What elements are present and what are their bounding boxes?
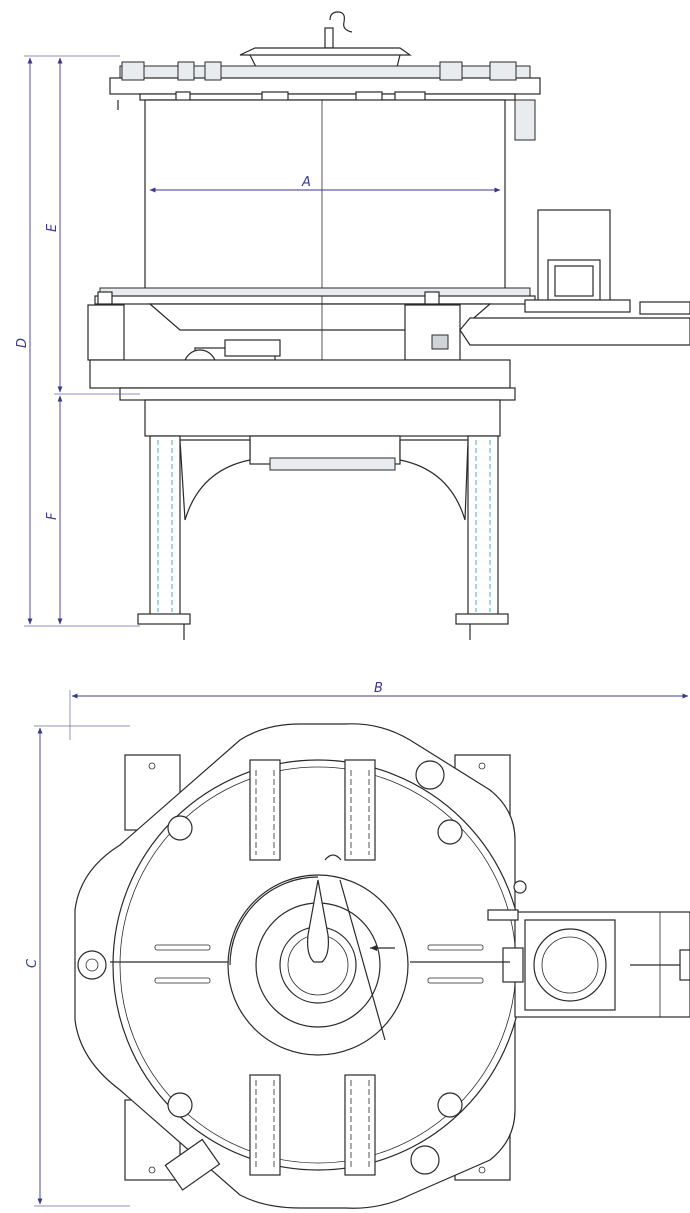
dimension-b-label: B — [374, 681, 383, 696]
vertical-dimensions: D E F — [15, 55, 140, 627]
plan-view: B C — [25, 681, 690, 1209]
base-plate — [89, 359, 516, 471]
drum-body — [144, 99, 506, 291]
corner-latches — [77, 760, 524, 1175]
slots — [110, 944, 510, 984]
central-hopper — [227, 854, 409, 1056]
dimension-e-label: E — [45, 223, 60, 232]
support-legs — [137, 435, 509, 640]
dimension-b: B — [69, 681, 689, 740]
drive-unit — [459, 209, 690, 346]
dimension-d-label: D — [15, 338, 30, 348]
dimension-f-label: F — [45, 512, 60, 520]
dimension-a-label: A — [301, 175, 311, 190]
dimension-c: C — [25, 725, 130, 1207]
radial-clamps — [249, 759, 376, 1176]
side-elevation-view: A D E F — [15, 11, 690, 640]
outlet-chute — [164, 1138, 221, 1191]
dimension-c-label: C — [25, 958, 40, 968]
dimension-a: A — [149, 175, 501, 193]
conveyor-plan — [514, 911, 690, 1018]
valve — [487, 880, 527, 921]
side-housings — [87, 291, 461, 361]
